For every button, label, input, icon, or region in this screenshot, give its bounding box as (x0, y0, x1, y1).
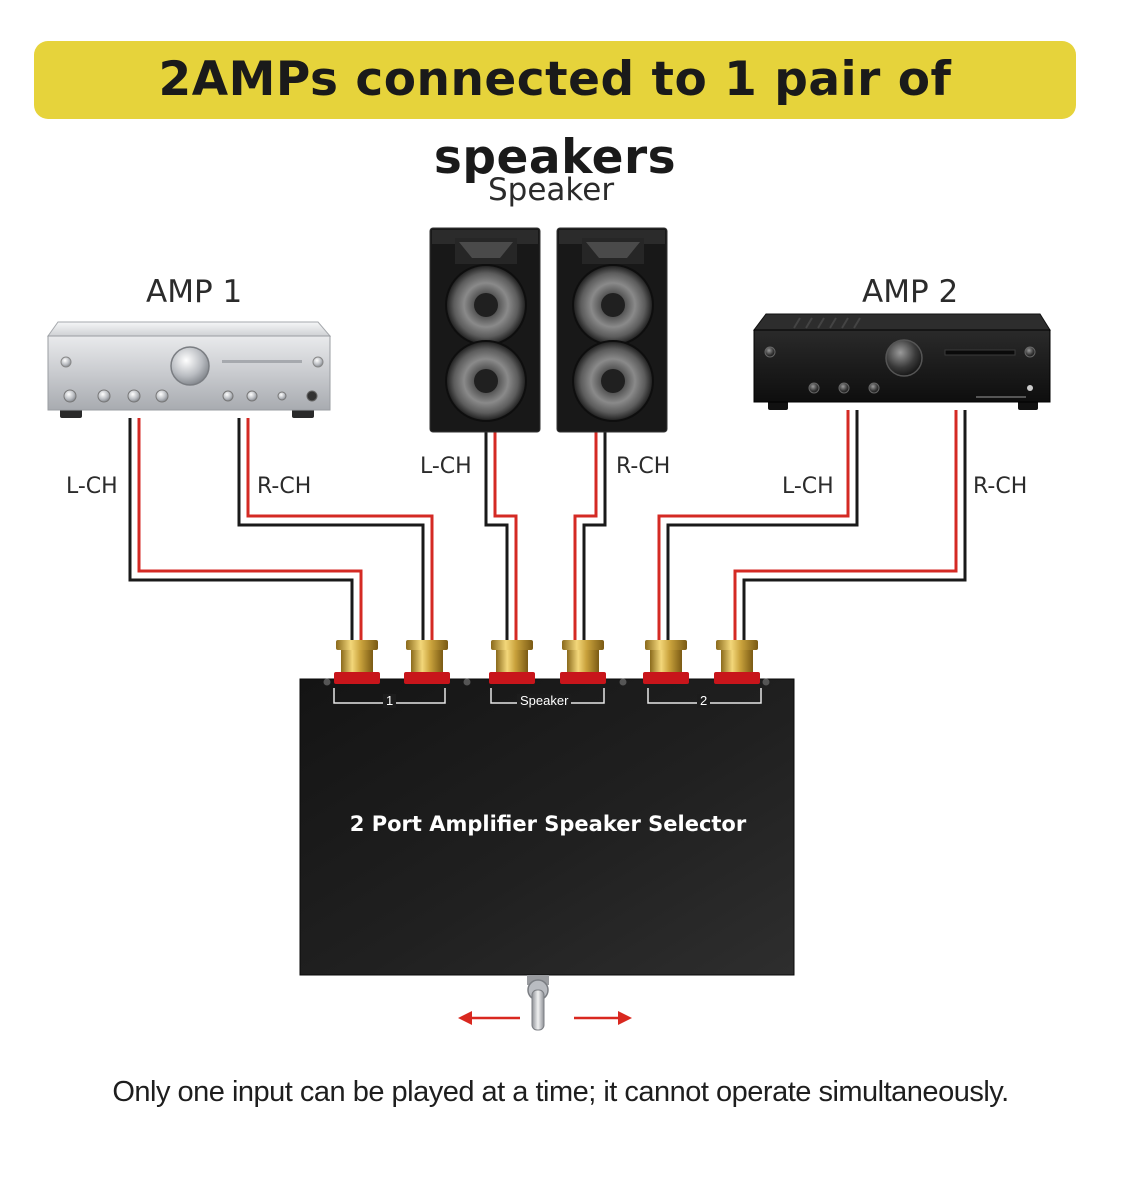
binding-post-speaker-left (489, 640, 535, 684)
amp2-label: AMP 2 (862, 274, 959, 310)
binding-post-2-right (714, 640, 760, 684)
wire-amp2-right-red (733, 410, 958, 645)
wire-speaker-right-black (582, 430, 607, 645)
footer-note: Only one input can be played at a time; … (112, 1076, 1009, 1108)
wire-amp2-right-black (742, 410, 967, 645)
amp1-right-channel-label: R-CH (257, 474, 312, 499)
wire-amp1-right-black (237, 418, 425, 645)
wire-amp1-left-black (128, 418, 354, 645)
amp1-unit (47, 321, 332, 418)
wire-speaker-left-black (484, 430, 509, 645)
right-arrow-icon (574, 1011, 632, 1025)
amp2-left-channel-label: L-CH (782, 474, 834, 499)
binding-post-1-right (404, 640, 450, 684)
wire-amp2-left-red (657, 410, 850, 645)
amp2-unit (753, 313, 1051, 410)
selector-box (299, 678, 795, 976)
speaker-left-cabinet (429, 227, 541, 433)
title-banner: 2AMPs connected to 1 pair of speakers (34, 41, 1076, 185)
left-arrow-icon (458, 1011, 520, 1025)
toggle-switch[interactable] (527, 975, 549, 1031)
binding-posts (334, 640, 760, 684)
speaker-wires (128, 410, 967, 645)
binding-post-2-left (643, 640, 689, 684)
amp1-left-channel-label: L-CH (66, 474, 118, 499)
speaker-right-cabinet (556, 227, 668, 433)
speaker-label: Speaker (488, 172, 615, 208)
port-2-label: 2 (697, 694, 711, 708)
wire-speaker-left-red (493, 430, 518, 645)
page-title: 2AMPs connected to 1 pair of speakers (158, 52, 952, 185)
wire-amp1-left-red (137, 418, 363, 645)
wire-speaker-right-red (573, 430, 598, 645)
speaker-left-channel-label: L-CH (420, 454, 472, 479)
selector-name: 2 Port Amplifier Speaker Selector (349, 812, 747, 836)
port-speaker-label: Speaker (517, 694, 572, 708)
port-1-label: 1 (383, 694, 397, 708)
binding-post-1-left (334, 640, 380, 684)
amp2-right-channel-label: R-CH (973, 474, 1028, 499)
wire-amp2-left-black (666, 410, 859, 645)
binding-post-speaker-right (560, 640, 606, 684)
amp1-label: AMP 1 (146, 274, 243, 310)
wire-amp1-right-red (246, 418, 434, 645)
speaker-right-channel-label: R-CH (616, 454, 671, 479)
